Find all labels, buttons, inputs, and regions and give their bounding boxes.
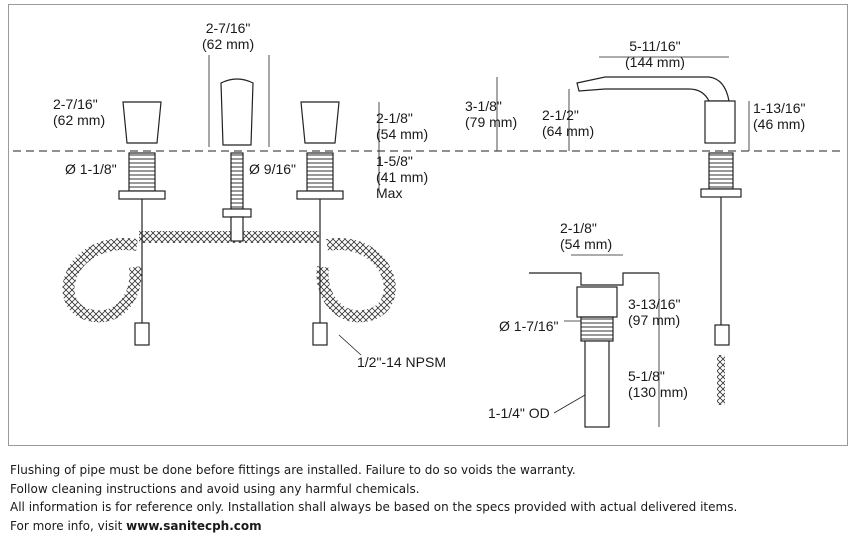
left-handle <box>122 101 162 144</box>
spout-shank <box>230 152 244 210</box>
dim-drain-flange: 2-1/8"(54 mm) <box>560 220 613 252</box>
note-line-4-prefix: For more info, visit <box>10 518 127 533</box>
dim-handle-height: 2-1/8"(54 mm) <box>376 110 429 142</box>
dim-spout-outlet-height: 2-1/2"(64 mm) <box>542 107 595 139</box>
dim-shank-diameter-handle: Ø 1-1/8" <box>65 161 117 177</box>
faucet-line-drawing <box>13 55 845 428</box>
note-line-4: For more info, visit www.sanitecph.com <box>10 517 850 536</box>
note-line-3: All information is for reference only. I… <box>10 500 738 514</box>
dim-tailpiece-od: 1-1/4" OD <box>488 405 550 421</box>
dim-connection: 1/2"-14 NPSM <box>357 354 447 370</box>
dim-spout-total-height: 3-1/8"(79 mm) <box>465 98 518 130</box>
website-link[interactable]: www.sanitecph.com <box>126 518 262 533</box>
dim-spout-width: 2-7/16"(62 mm) <box>202 20 255 52</box>
drain-flange <box>529 272 659 286</box>
dim-drain-lower: 5-1/8"(130 mm) <box>628 368 688 400</box>
side-spout <box>576 76 730 102</box>
drain-tailpiece <box>584 340 610 428</box>
installation-diagram: 2-7/16"(62 mm) 2-7/16"(62 mm) 2-1/8"(54 … <box>8 4 848 446</box>
notes: Flushing of pipe must be done before fit… <box>10 461 850 535</box>
dim-handle-width: 2-7/16"(62 mm) <box>53 96 106 128</box>
dim-spout-reach: 5-11/16"(144 mm) <box>625 38 685 70</box>
dim-shank-length: 1-5/8"(41 mm)Max <box>376 153 429 201</box>
right-handle <box>300 101 340 144</box>
left-shank <box>128 152 156 192</box>
center-spout <box>220 78 254 146</box>
dim-drain-body: Ø 1-7/16" <box>499 318 559 334</box>
dim-drain-upper: 3-13/16"(97 mm) <box>628 296 681 328</box>
left-hose-loop <box>62 238 142 323</box>
right-hose-loop <box>316 238 396 323</box>
side-body <box>704 100 736 144</box>
note-line-2: Follow cleaning instructions and avoid u… <box>10 481 420 496</box>
dim-side-base-height: 1-13/16"(46 mm) <box>753 100 806 132</box>
right-shank <box>306 152 334 192</box>
note-line-1: Flushing of pipe must be done before fit… <box>10 463 576 477</box>
dim-shank-diameter-spout: Ø 9/16" <box>249 161 296 177</box>
